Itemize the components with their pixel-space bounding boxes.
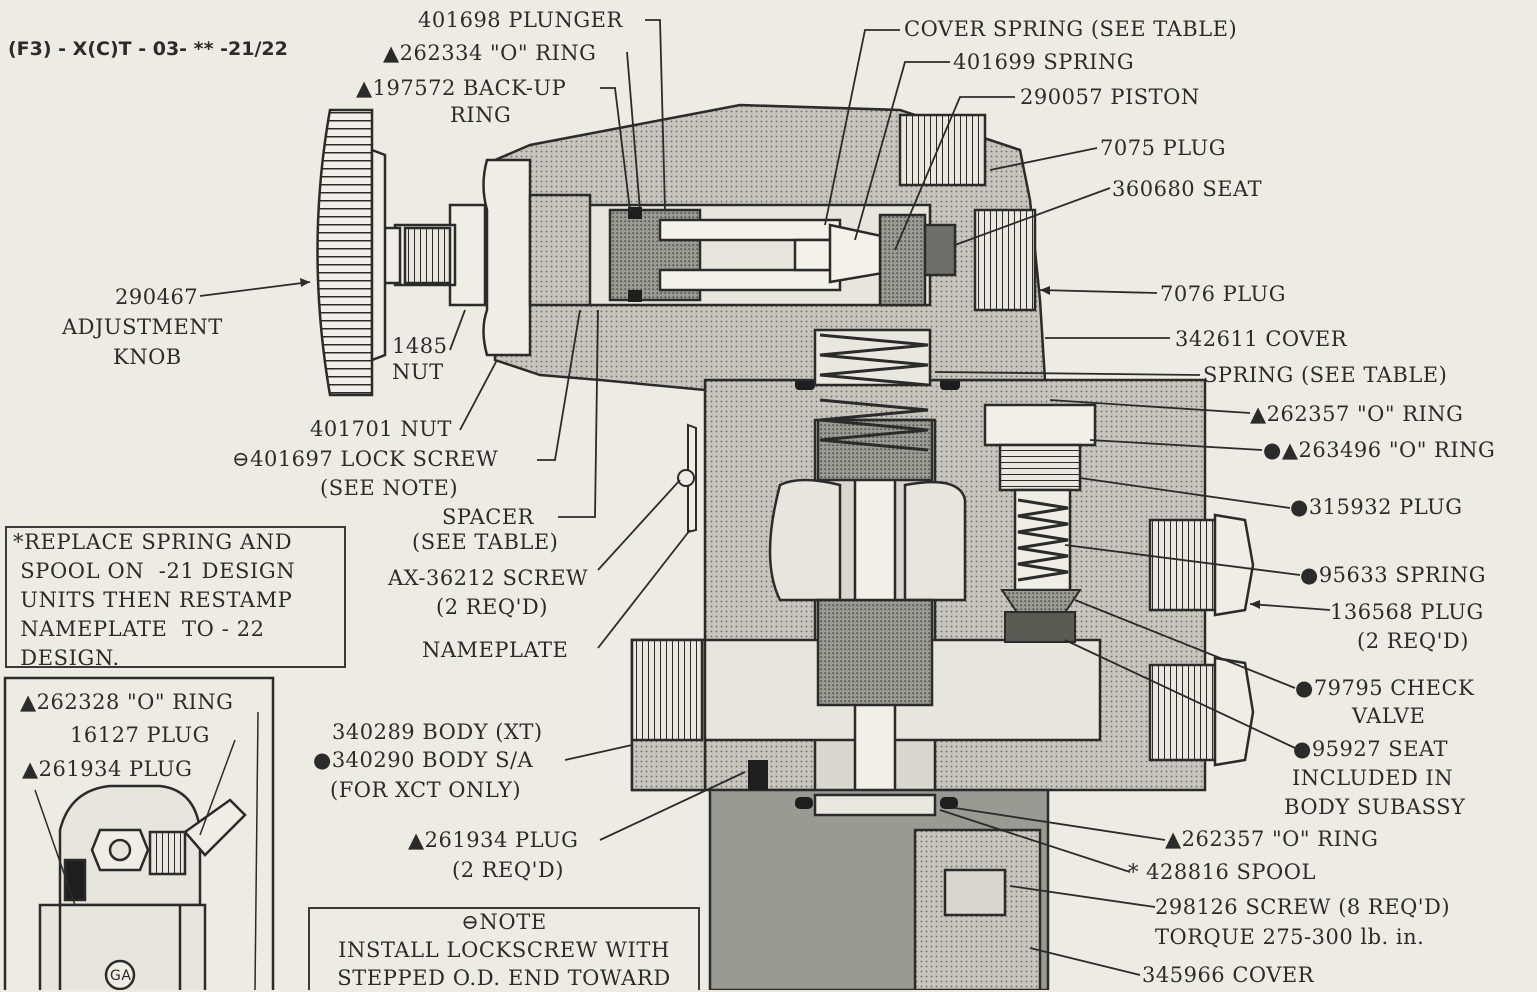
label-o-ring-262357-a: ▲262357 "O" RING [1250, 402, 1464, 426]
label-seat-95927: ●95927 SEAT [1293, 737, 1449, 761]
replace-note-line-2: SPOOL ON -21 DESIGN [13, 559, 296, 583]
upper-cover [493, 103, 1047, 392]
replace-note-line-1: *REPLACE SPRING AND [13, 530, 293, 554]
label-plug-7075: 7075 PLUG [1100, 136, 1227, 160]
label-body-xct: (FOR XCT ONLY) [330, 778, 522, 802]
replace-note-line-5: DESIGN. [13, 646, 120, 670]
label-spacer: SPACER [442, 505, 534, 529]
label-spring-95633: ●95633 SPRING [1300, 563, 1487, 587]
check-spring [1017, 498, 1069, 582]
inset-view [3, 676, 275, 990]
right-plug-lower [1148, 656, 1255, 767]
label-plug-261934-2: (2 REQ'D) [452, 858, 564, 882]
label-cover-spring: COVER SPRING (SEE TABLE) [904, 17, 1238, 41]
label-nut-401701: 401701 NUT [310, 417, 452, 441]
label-cover-342611: 342611 COVER [1175, 327, 1348, 351]
note-line-1: INSTALL LOCKSCREW WITH [338, 938, 670, 962]
label-plug-315932: ●315932 PLUG [1290, 495, 1463, 519]
label-check-valve: ●79795 CHECK [1295, 676, 1475, 700]
label-screw-ax: AX-36212 SCREW [388, 566, 589, 590]
label-lock-screw: ⊖401697 LOCK SCREW [232, 447, 499, 471]
note-line-2: STEPPED O.D. END TOWARD [337, 966, 671, 990]
inset-badge: GA [110, 968, 132, 984]
label-knob: KNOB [113, 345, 182, 369]
label-o-ring-262357-b: ▲262357 "O" RING [1165, 827, 1379, 851]
label-plug-7076: 7076 PLUG [1160, 282, 1287, 306]
label-nut-1485: 1485 [392, 334, 448, 358]
leader-lines [199, 19, 1331, 976]
adjustment-knob [316, 108, 387, 397]
check-seat [1004, 611, 1076, 643]
label-plug-261934: ▲261934 PLUG [408, 828, 579, 852]
label-spacer-2: (SEE TABLE) [412, 530, 559, 554]
label-seat-95927-2: INCLUDED IN [1292, 766, 1454, 790]
left-lower-plug [630, 638, 704, 742]
label-seat-95927-3: BODY SUBASSY [1284, 795, 1466, 819]
replace-note-line-4: NAMEPLATE TO - 22 [13, 617, 265, 641]
label-backup-ring: ▲197572 BACK-UP [356, 76, 567, 100]
label-screw-torque: TORQUE 275-300 lb. in. [1155, 925, 1425, 949]
label-body-xt: 340289 BODY (XT) [332, 720, 543, 744]
inset-label-plug-261934: ▲261934 PLUG [22, 757, 193, 781]
label-spool: * 428816 SPOOL [1128, 860, 1316, 884]
label-piston: 290057 PISTON [1020, 85, 1200, 109]
adjustment-stem [373, 158, 592, 357]
label-spring-401699: 401699 SPRING [953, 50, 1135, 74]
label-seat-360680: 360680 SEAT [1112, 177, 1263, 201]
label-screw-298126: 298126 SCREW (8 REQ'D) [1155, 895, 1451, 919]
lockscrew-note-box: ⊖NOTE INSTALL LOCKSCREW WITH STEPPED O.D… [308, 907, 700, 990]
label-body-sa: ●340290 BODY S/A [313, 748, 534, 772]
label-plug-136568: 136568 PLUG [1330, 600, 1484, 624]
inset-label-o-ring: ▲262328 "O" RING [20, 690, 234, 714]
label-backup-ring-2: RING [450, 103, 512, 127]
label-plug-136568-2: (2 REQ'D) [1357, 629, 1469, 653]
inset-label-plug-16127: 16127 PLUG [70, 723, 210, 747]
bottom-cover [708, 788, 1050, 990]
label-knob-adjustment: ADJUSTMENT [62, 315, 223, 339]
label-check-valve-2: VALVE [1352, 704, 1426, 728]
cover-spring [819, 333, 929, 452]
valve-body [630, 378, 1207, 812]
label-spring-see-table: SPRING (SEE TABLE) [1203, 363, 1448, 387]
replace-note-line-3: UNITS THEN RESTAMP [13, 588, 293, 612]
label-lock-screw-2: (SEE NOTE) [320, 476, 459, 500]
label-cover-345966: 345966 COVER [1142, 963, 1315, 987]
label-plunger: 401698 PLUNGER [418, 8, 623, 32]
label-nut-1485-2: NUT [392, 360, 444, 384]
note-title: ⊖NOTE [461, 910, 547, 934]
label-knob-number: 290467 [115, 285, 199, 309]
replace-note-box: *REPLACE SPRING AND SPOOL ON -21 DESIGN … [5, 526, 346, 670]
label-o-ring-263496: ●▲263496 "O" RING [1263, 438, 1496, 462]
label-o-ring-262334: ▲262334 "O" RING [383, 41, 597, 65]
model-code: (F3) - X(C)T - 03- ** -21/22 [8, 38, 288, 60]
right-plug-upper [1148, 513, 1255, 617]
label-nameplate: NAMEPLATE [422, 638, 569, 662]
label-screw-ax-2: (2 REQ'D) [436, 595, 548, 619]
